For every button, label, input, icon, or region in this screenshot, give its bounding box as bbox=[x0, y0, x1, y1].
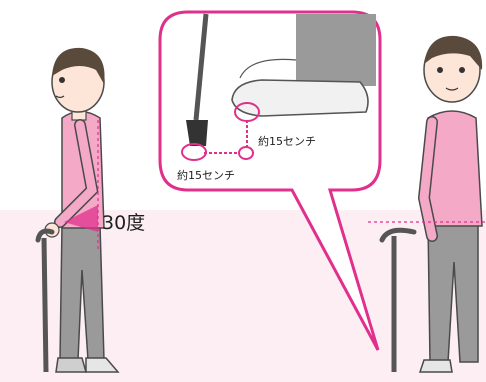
right-figure-front-view bbox=[420, 36, 482, 372]
elbow-angle-label: 30度 bbox=[102, 214, 145, 233]
forward-distance-label: 約15センチ bbox=[258, 136, 316, 147]
side-distance-label: 約15センチ bbox=[177, 170, 235, 181]
